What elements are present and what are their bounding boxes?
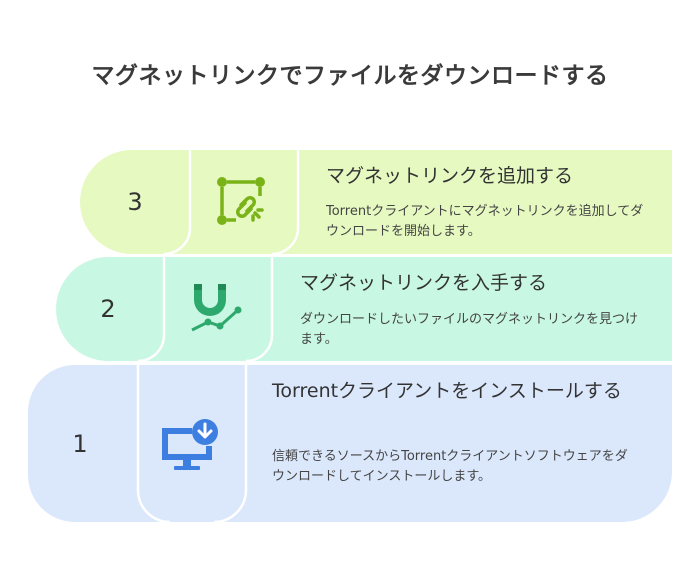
monitor-download-icon — [162, 419, 218, 470]
link-nodes-icon — [217, 177, 265, 225]
magnet-trend-icon — [191, 284, 242, 332]
step-3-band — [80, 150, 672, 254]
page-title: マグネットリンクでファイルをダウンロードする — [91, 63, 609, 89]
step-3-number: 3 — [127, 188, 143, 216]
step-3-description: Torrentクライアントにマグネットリンクを追加してダウンロードを開始します。 — [326, 204, 644, 239]
step-3-title: マグネットリンクを追加する — [326, 165, 574, 187]
step-1-band — [28, 365, 672, 522]
step-2-number: 2 — [100, 295, 116, 323]
step-1-description: 信頼できるソースからTorrentクライアントソフトウェアをダウンロードしてイン… — [272, 449, 628, 484]
step-2-description: ダウンロードしたいファイルのマグネットリンクを見つけます。 — [300, 312, 639, 347]
step-1-title: Torrentクライアントをインストールする — [272, 380, 622, 402]
step-2-band — [56, 257, 672, 361]
step-2-title: マグネットリンクを入手する — [300, 272, 548, 294]
step-1-number: 1 — [72, 430, 88, 458]
separator-lines — [136, 150, 300, 524]
